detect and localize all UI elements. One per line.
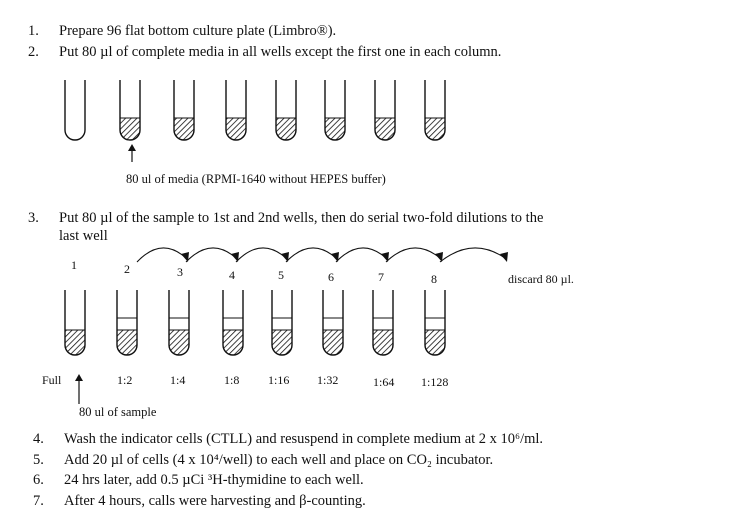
well-number: 6 [328, 270, 334, 284]
transfer-arrow [285, 247, 339, 263]
dilution-label: 1:32 [317, 373, 339, 387]
transfer-arrow [185, 247, 239, 263]
well-number: 8 [431, 272, 437, 286]
dilution-tube [116, 290, 138, 356]
step-text: last well [59, 228, 108, 244]
dilution-label: 1:4 [170, 373, 186, 387]
transfer-arrow [235, 247, 289, 263]
well-number: 3 [177, 265, 183, 279]
sample-caption: 80 ul of sample [79, 405, 157, 419]
dilution-tube [424, 290, 446, 356]
dilution-tube [271, 290, 293, 356]
well-number: 1 [71, 258, 77, 272]
step-text: Prepare 96 flat bottom culture plate (Li… [59, 23, 337, 39]
dilution-label: 1:64 [373, 375, 395, 389]
dilution-label: 1:8 [224, 373, 240, 387]
step-text: Put 80 µl of the sample to 1st and 2nd w… [59, 210, 544, 226]
media-tube [173, 80, 195, 141]
media-tube [119, 80, 141, 141]
media-tube [275, 80, 297, 141]
dilution-tube [322, 290, 344, 356]
media-tube [64, 80, 86, 141]
dilution-tube [222, 290, 244, 356]
dilution-tube [372, 290, 394, 356]
transfer-arrow [136, 247, 189, 263]
discard-label: discard 80 µl. [508, 272, 574, 286]
dilution-tube [168, 290, 190, 356]
step-text: Put 80 µl of complete media in all wells… [59, 44, 502, 60]
step-number: 7. [33, 493, 44, 509]
step-text: 24 hrs later, add 0.5 µCi ³H-thymidine t… [64, 472, 364, 488]
step-text: After 4 hours, calls were harvesting and… [64, 493, 366, 509]
dilution-tube [64, 290, 86, 356]
step-text: Wash the indicator cells (CTLL) and resu… [64, 431, 544, 447]
step-number: 3. [28, 210, 39, 226]
step-number: 5. [33, 452, 44, 468]
step-number: 6. [33, 472, 44, 488]
dilution-label: 1:128 [421, 375, 449, 389]
full-label: Full [42, 373, 62, 387]
dilution-label: 1:16 [268, 373, 290, 387]
media-tube [225, 80, 247, 141]
step-3-continued: last well [59, 228, 108, 245]
media-tube [374, 80, 396, 141]
well-number: 4 [229, 268, 235, 282]
step-number: 1. [28, 23, 39, 39]
step-text: Add 20 µl of cells (4 x 10⁴/well) to eac… [64, 452, 494, 468]
dilution-label: 1:2 [117, 373, 133, 387]
step-number: 4. [33, 431, 44, 447]
media-tube [324, 80, 346, 141]
well-number: 5 [278, 268, 284, 282]
transfer-arrow [335, 247, 389, 263]
media-tube [424, 80, 446, 141]
well-number: 2 [124, 262, 130, 276]
transfer-arrow [385, 247, 443, 263]
step-number: 2. [28, 44, 39, 60]
well-number: 7 [378, 270, 384, 284]
transfer-arrow [439, 247, 508, 263]
media-caption: 80 ul of media (RPMI-1640 without HEPES … [126, 172, 386, 186]
